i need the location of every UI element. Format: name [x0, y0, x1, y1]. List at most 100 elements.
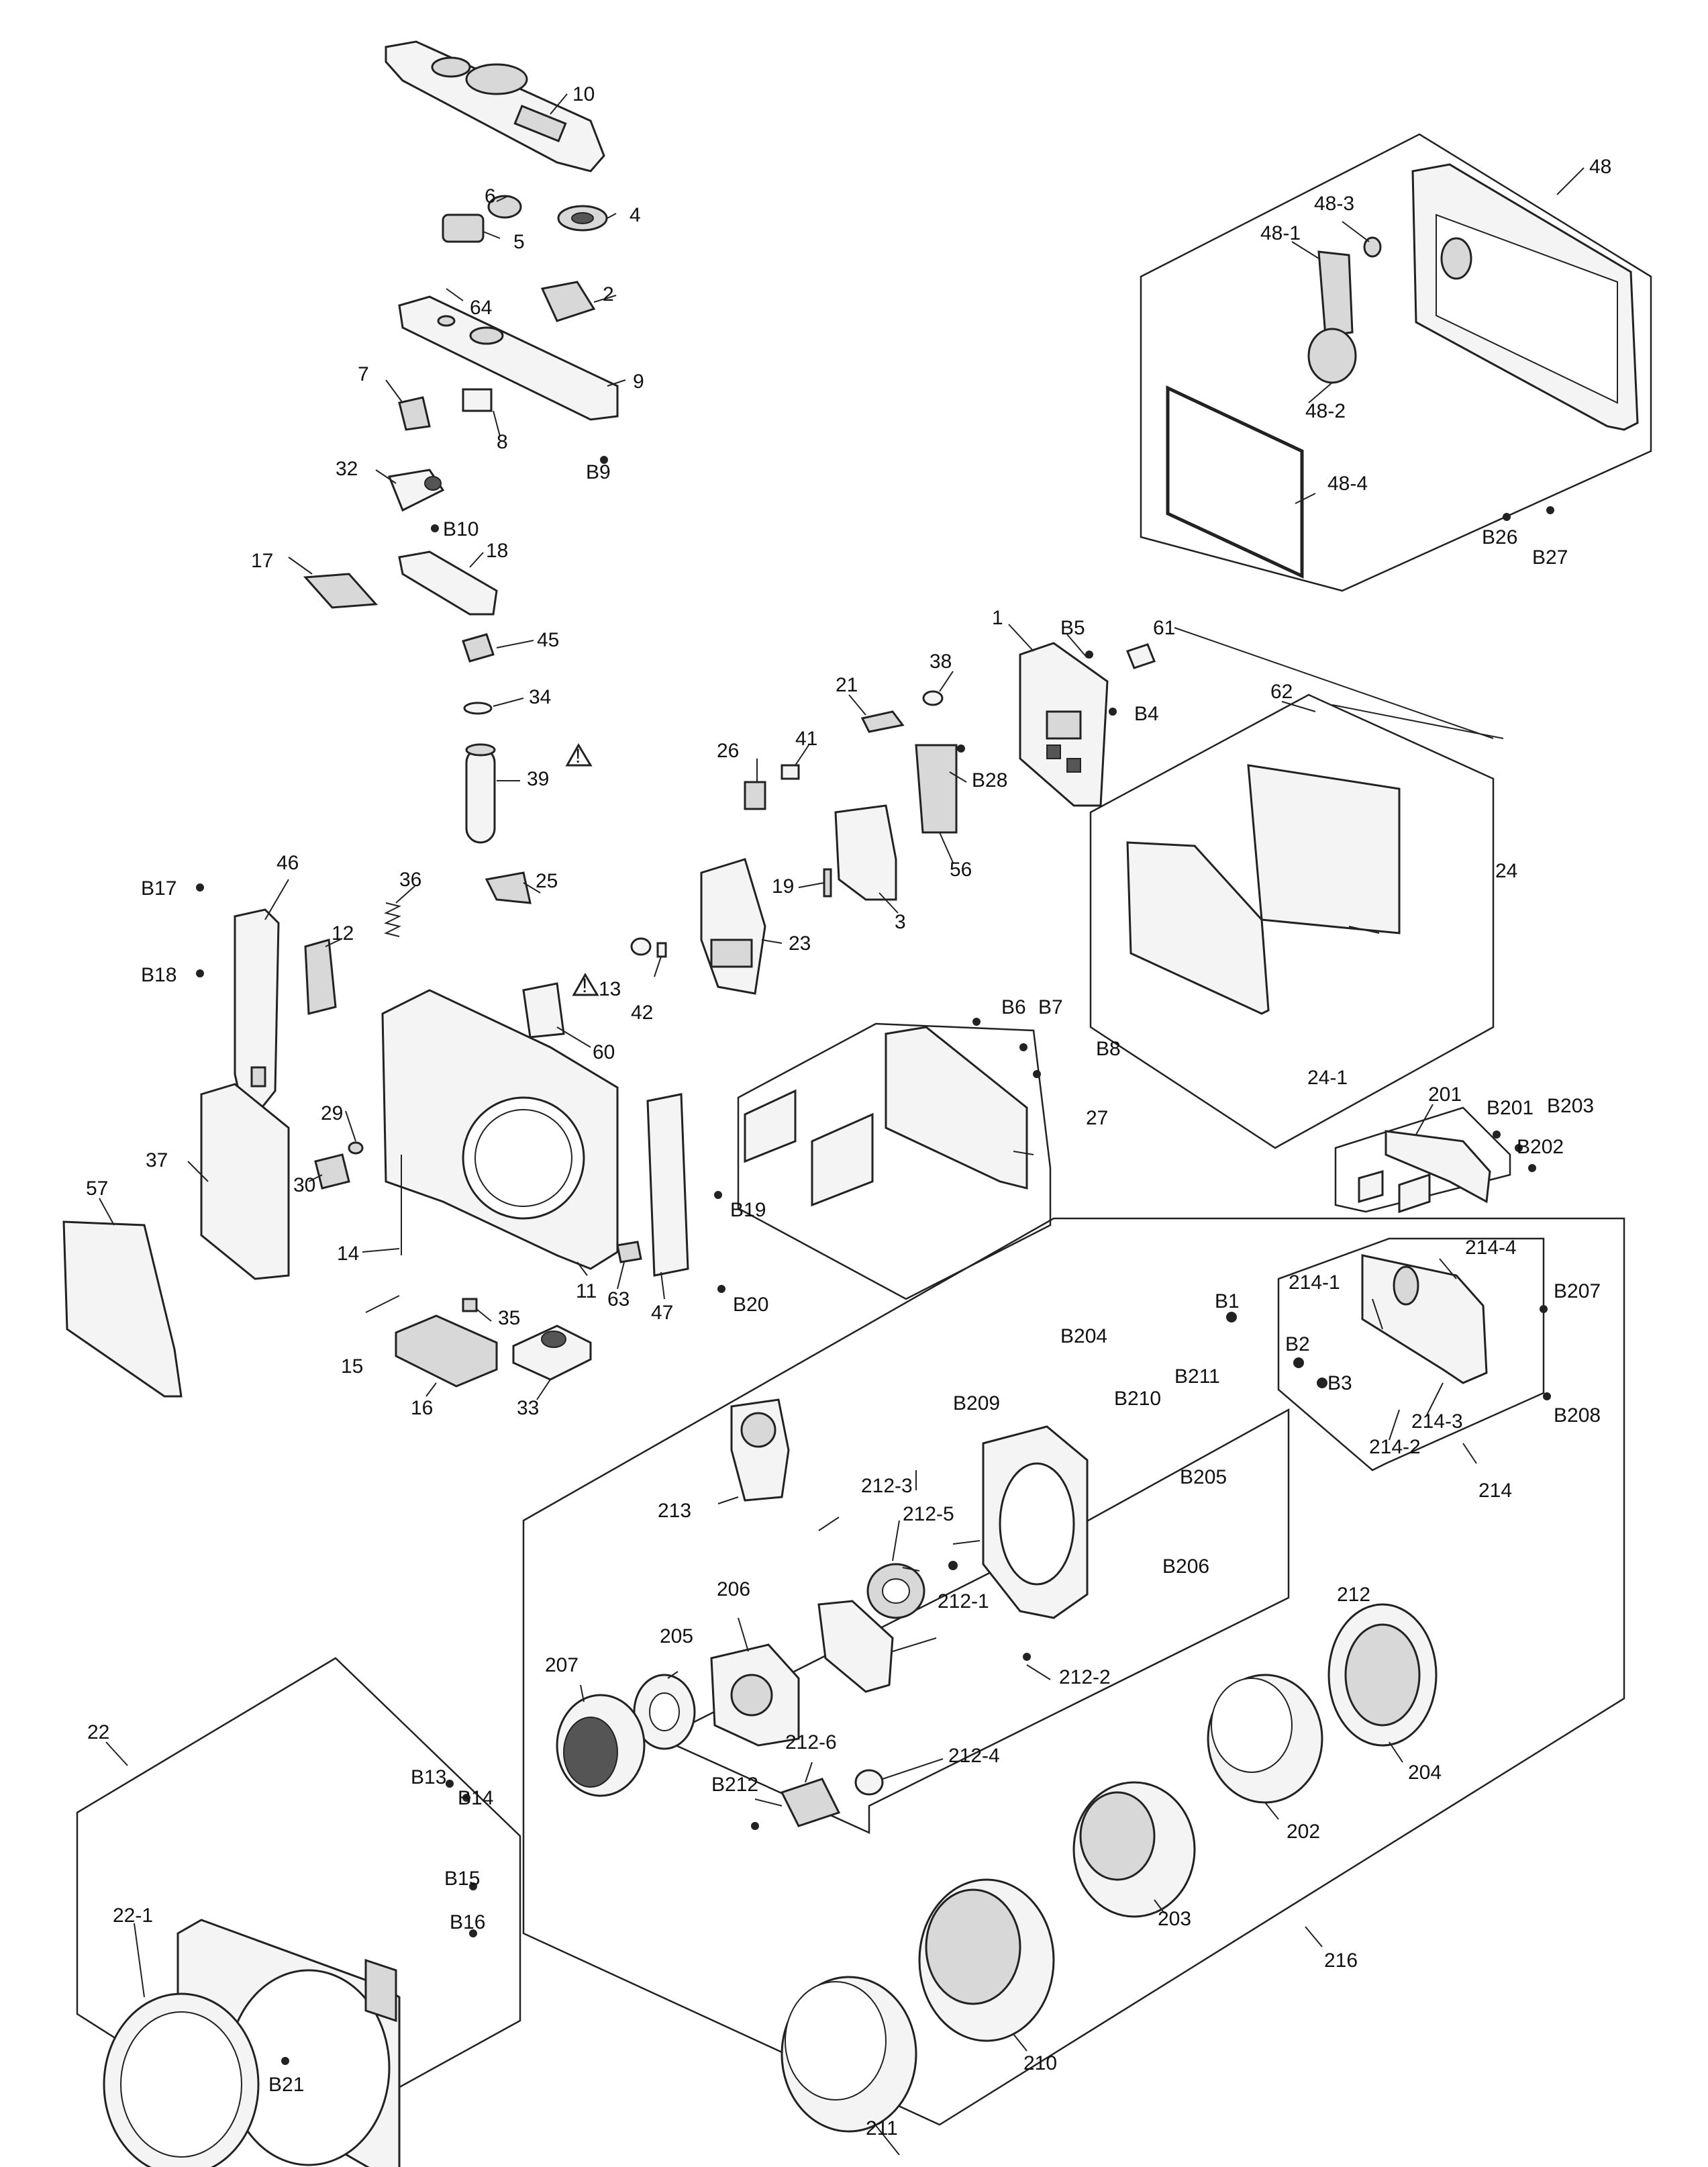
label: B7	[1038, 996, 1063, 1018]
part-203-ring	[1072, 1781, 1196, 1918]
part-13	[630, 937, 652, 956]
label: 22	[87, 1721, 109, 1743]
label: 214-3	[1411, 1410, 1463, 1433]
screws	[196, 456, 1554, 2065]
part-labels: 10 6 4 5 64 2 9 8 7 B9 32 B10 17 18 45 3…	[86, 83, 1611, 2139]
label: B28	[972, 769, 1007, 791]
part-42	[656, 942, 667, 958]
part-4	[557, 205, 608, 232]
label: 36	[399, 869, 421, 891]
label: 212	[1337, 1584, 1370, 1606]
part-26	[744, 781, 766, 810]
label: 19	[772, 875, 794, 898]
label: B2	[1285, 1333, 1310, 1355]
label: 32	[336, 458, 358, 480]
part-5	[442, 213, 485, 243]
part-19	[823, 868, 832, 898]
label: 7	[358, 363, 369, 385]
label: B9	[586, 461, 611, 483]
label: 212-5	[903, 1503, 954, 1525]
label: 211	[866, 2117, 898, 2139]
label: B204	[1060, 1325, 1107, 1347]
label: 212-4	[948, 1745, 1000, 1767]
label: 214	[1478, 1480, 1512, 1502]
part-48-3	[1363, 236, 1382, 258]
label: B15	[444, 1868, 480, 1890]
label: 6	[485, 185, 496, 207]
label: 21	[836, 674, 858, 696]
label: B4	[1134, 703, 1159, 725]
part-17	[303, 573, 379, 609]
label: 47	[651, 1302, 673, 1324]
label: 24-1	[1307, 1067, 1348, 1089]
label: 206	[717, 1578, 750, 1600]
label: 41	[795, 728, 817, 750]
label: 42	[631, 1002, 653, 1024]
label: B13	[411, 1766, 446, 1788]
label: B8	[1096, 1038, 1121, 1060]
label: 207	[545, 1654, 579, 1676]
label: B17	[141, 877, 177, 900]
part-16-battery-door	[395, 1314, 498, 1388]
part-7	[398, 396, 431, 431]
part-37-bracket	[200, 1083, 290, 1280]
label: B209	[953, 1392, 1000, 1414]
label: 202	[1287, 1821, 1320, 1843]
part-60	[522, 982, 565, 1039]
part-201	[1385, 1130, 1491, 1204]
label: 22-1	[113, 1905, 153, 1927]
part-22-front-cover	[177, 1919, 401, 2167]
part-18	[398, 550, 498, 616]
label: B20	[733, 1294, 768, 1316]
label: 214-2	[1369, 1436, 1421, 1458]
part-27-bracket	[744, 1026, 1028, 1207]
label: 30	[293, 1174, 315, 1196]
part-41	[781, 764, 800, 780]
label: B3	[1327, 1372, 1352, 1394]
label: B21	[268, 2074, 304, 2096]
part-45	[462, 633, 495, 663]
part-56	[915, 744, 958, 834]
part-11-main-frame	[381, 989, 619, 1270]
label: 45	[537, 629, 559, 651]
label: 29	[321, 1102, 343, 1124]
warning-triangle-icon: !	[565, 743, 593, 767]
label: 48-1	[1260, 222, 1301, 244]
label: 216	[1324, 1949, 1358, 1972]
group-48-boundary	[1140, 133, 1652, 592]
part-36-spring	[384, 902, 401, 937]
part-21	[860, 710, 905, 733]
label: 201	[1428, 1084, 1462, 1106]
label: 37	[146, 1149, 168, 1171]
group-201-boundary	[1334, 1106, 1511, 1213]
label: 23	[789, 932, 811, 955]
label: 34	[529, 686, 551, 708]
label: 3	[895, 911, 906, 933]
label: 10	[572, 83, 595, 105]
part-32	[387, 469, 445, 512]
part-63	[616, 1241, 642, 1263]
label: 57	[86, 1177, 108, 1200]
part-10-top-cover	[385, 40, 605, 173]
label: 11	[576, 1280, 597, 1302]
label: B10	[443, 518, 479, 540]
part-8	[462, 388, 493, 412]
svg-text:!: !	[575, 745, 581, 767]
group-24-connector	[1174, 627, 1494, 739]
part-202-ring	[1207, 1674, 1323, 1804]
label: B26	[1482, 526, 1517, 548]
label: B203	[1547, 1095, 1594, 1117]
label: 27	[1086, 1107, 1108, 1129]
part-48-2	[1307, 328, 1357, 384]
group-22-boundary	[76, 1657, 521, 2150]
label: 48-2	[1305, 400, 1346, 422]
label: 38	[930, 651, 952, 673]
label: 17	[251, 550, 273, 572]
group-27-boundary	[737, 1022, 1052, 1300]
label: 9	[633, 371, 644, 393]
label: 2	[603, 283, 614, 305]
leader-lines	[99, 93, 1585, 2156]
part-48-4-panel	[1166, 385, 1304, 579]
label: B14	[458, 1787, 493, 1809]
